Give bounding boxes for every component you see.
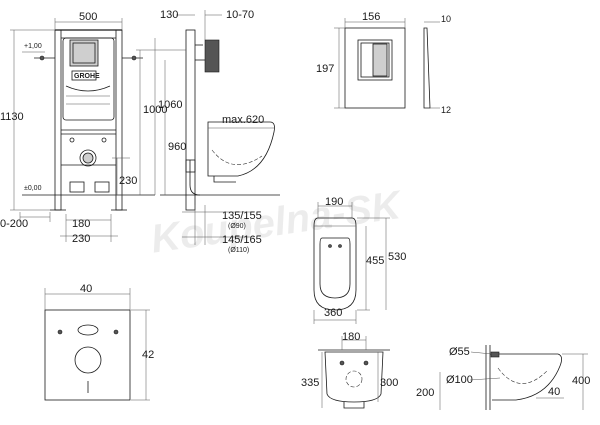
dim-side-offset: 10-70: [226, 9, 254, 21]
dim-toilet-length-455: 455: [366, 255, 384, 267]
dim-side-height-400: 400: [572, 375, 590, 387]
dim-frame-width: 500: [79, 11, 97, 23]
dim-plate-height: 197: [316, 63, 334, 75]
dim-height-1060: 1060: [158, 99, 182, 111]
flush-plate-views: 156 197 10 12: [316, 11, 451, 115]
dim-drain-sub-110: (Ø110): [228, 247, 249, 254]
dim-toilet-length-530: 530: [388, 251, 406, 263]
installation-side-view: 130 10-70 1000 1060 960 max.620 135/155 …: [136, 9, 280, 254]
dim-plate-thickness-top: 10: [441, 14, 451, 24]
dim-side-height-200: 200: [416, 387, 434, 399]
watermark-text: Koupelna-SK: [148, 183, 406, 262]
dim-gap-180: 180: [72, 218, 90, 230]
dim-plate-width: 156: [362, 11, 380, 23]
toilet-top-view: 190 360 455 530: [313, 196, 406, 324]
dim-side-dia-100: Ø100: [446, 374, 473, 386]
level-marker-top: +1,00: [24, 43, 42, 50]
dim-max-620: max.620: [222, 114, 264, 126]
dim-template-height: 42: [142, 349, 154, 361]
level-marker-floor: ±0,00: [24, 185, 42, 192]
toilet-side-view: Ø55 Ø100 200 400 40: [416, 345, 590, 410]
dim-side-offset-40: 40: [548, 386, 560, 398]
dim-template-width: 40: [80, 283, 92, 295]
dim-offset-range: 0-200: [0, 218, 28, 230]
dim-frame-height: 1130: [0, 111, 24, 123]
dim-drain-135-155: 135/155: [222, 210, 262, 222]
dim-drain-sub-90: (Ø90): [228, 223, 246, 230]
dim-drain-height: 230: [119, 175, 137, 187]
brand-logo-text: GROHE: [74, 73, 100, 80]
toilet-rear-view: 180 335 300: [301, 331, 398, 409]
mounting-template-view: 40 42: [44, 283, 154, 401]
dim-rear-width-180: 180: [342, 331, 360, 343]
dim-gap-230: 230: [72, 233, 90, 245]
dim-plate-thickness-bottom: 12: [441, 105, 451, 115]
dim-drain-145-165: 145/165: [222, 234, 262, 246]
dim-rear-height-300: 300: [380, 377, 398, 389]
dim-side-depth-130: 130: [160, 9, 178, 21]
dim-toilet-width-bottom: 360: [324, 307, 342, 319]
dim-rear-height-335: 335: [301, 377, 319, 389]
dim-side-dia-55: Ø55: [449, 346, 470, 358]
installation-frame-front-view: GROHE 500 1130 +1,00: [0, 11, 155, 245]
dim-height-960: 960: [168, 141, 186, 153]
dim-toilet-width-top: 190: [325, 196, 343, 208]
